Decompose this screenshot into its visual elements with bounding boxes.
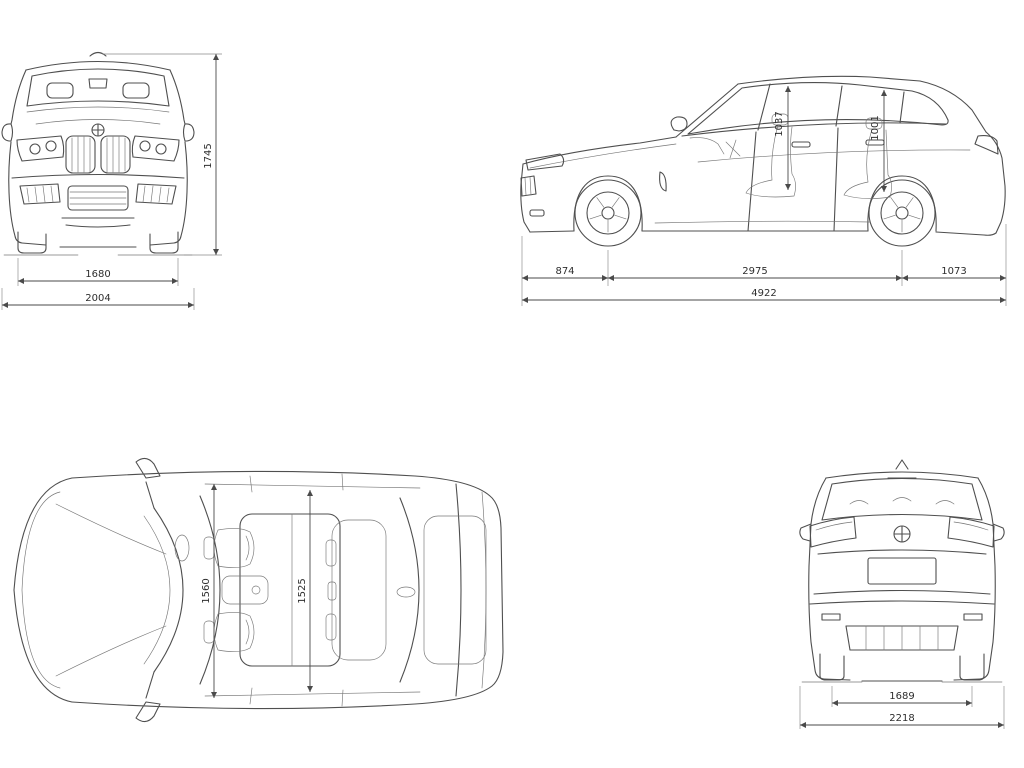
shark-fin-antenna: [895, 459, 909, 470]
rear-dimension-track: 1689: [831, 686, 973, 707]
front-car-body: [1, 51, 195, 248]
front-wheels: [3, 231, 193, 256]
front-left-headrest: [46, 82, 74, 99]
side-dimension-front-headroom: 1037: [774, 86, 791, 190]
side-glasshouse: [670, 82, 949, 137]
steering-wheel: [174, 534, 190, 562]
front-hood-lines: [26, 106, 170, 125]
side-mirror: [670, 116, 688, 132]
front-door-handle: [791, 141, 811, 148]
rear-interior-width-label: 1525: [297, 578, 308, 603]
rearview-mirror: [88, 78, 108, 89]
top-rear-details: [396, 483, 487, 697]
front-kidney-grille: [65, 123, 131, 174]
side-dimension-rows: 874 2975 1073 4922: [521, 224, 1007, 306]
side-interior: [689, 113, 892, 199]
rear-width-label: 2218: [889, 713, 914, 724]
front-track-label: 1680: [85, 269, 110, 280]
top-view-drawing: 1560 1525: [13, 457, 504, 723]
rear-track-label: 1689: [889, 691, 914, 702]
cargo-area: [423, 515, 487, 665]
front-left-mirror: [1, 123, 14, 142]
front-dimension-track: 1680: [17, 258, 179, 286]
front-headlights: [16, 135, 180, 162]
rear-taillights: [809, 516, 995, 548]
center-console: [221, 575, 269, 605]
sunroof: [239, 513, 341, 667]
rear-car-body: [799, 459, 1005, 682]
rear-bench: [331, 519, 387, 661]
front-right-mirror: [182, 123, 195, 142]
rear-roundel: [893, 525, 911, 543]
top-front-details: [55, 457, 421, 723]
wheelbase-label: 2975: [742, 266, 767, 277]
license-plate: [867, 557, 937, 585]
front-dimension-width: 2004: [1, 288, 195, 310]
front-width-label: 2004: [85, 293, 110, 304]
rear-right-mirror: [992, 523, 1005, 542]
side-taillight: [974, 135, 999, 155]
front-view-drawing: 1745 1680 2004: [1, 51, 222, 310]
rear-tailgate: [813, 549, 991, 595]
top-left-mirror: [135, 457, 161, 479]
side-dimension-rear-headroom: 1001: [870, 90, 887, 192]
top-car-body: [13, 470, 504, 710]
fender-vent: [659, 171, 667, 192]
rear-left-mirror: [799, 523, 812, 542]
top-right-mirror: [135, 701, 161, 723]
top-roof: [239, 513, 341, 667]
rear-dimension-width: 2218: [799, 686, 1005, 729]
rear-overhang-label: 1073: [941, 266, 966, 277]
antenna: [396, 586, 416, 598]
rear-headroom-label: 1001: [870, 115, 881, 140]
rear-window: [821, 477, 983, 521]
front-interior-width-label: 1560: [201, 578, 212, 603]
side-details: [520, 127, 999, 232]
top-dimension-front-width: 1560: [201, 484, 217, 698]
front-headroom-label: 1037: [774, 111, 785, 136]
front-bumper: [11, 173, 185, 228]
front-dimension-height: 1745: [102, 53, 222, 256]
overall-length-label: 4922: [751, 288, 776, 299]
rear-bumper: [809, 600, 995, 651]
front-height-label: 1745: [203, 143, 214, 168]
top-dimension-rear-width: 1525: [297, 490, 313, 692]
side-wheels: [574, 179, 936, 247]
front-overhang-label: 874: [555, 266, 574, 277]
front-windshield: [26, 68, 170, 107]
rear-view-drawing: 1689 2218: [799, 459, 1005, 729]
front-right-headrest: [122, 82, 150, 99]
rear-wheels: [801, 653, 1003, 683]
side-view-drawing: 1037 1001 874 2975 1073 4922: [520, 75, 1007, 306]
side-headlight: [525, 153, 565, 171]
